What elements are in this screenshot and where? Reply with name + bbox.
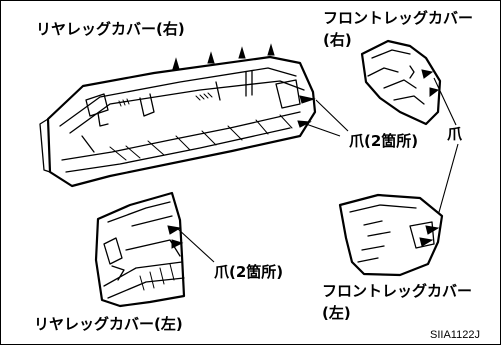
front-leg-cover-right-drawing <box>360 39 442 126</box>
front-leg-cover-left-drawing <box>338 193 444 277</box>
label-front-leg-cover-right-line2: (右) <box>323 31 352 49</box>
label-claw-rear-right: 爪(2箇所) <box>349 132 419 150</box>
leader-claw-rear-left <box>177 228 215 263</box>
label-front-leg-cover-left-line1: フロントレッグカバー <box>322 282 473 300</box>
leader-claw-front <box>433 77 459 224</box>
label-rear-leg-cover-right: リヤレッグカバー(右) <box>36 20 185 38</box>
rear-leg-cover-right-drawing <box>39 43 317 188</box>
label-claw-rear-left: 爪(2箇所) <box>214 263 284 281</box>
rear-leg-cover-left-drawing <box>94 191 186 308</box>
figure-code: SIIA1122J <box>430 329 480 341</box>
label-rear-leg-cover-left: リヤレッグカバー(左) <box>34 315 183 333</box>
leader-claw-rear-right <box>305 99 349 137</box>
label-front-leg-cover-right-line1: フロントレッグカバー <box>323 9 474 27</box>
label-claw-front: 爪 <box>447 125 463 143</box>
label-front-leg-cover-left-line2: (左) <box>322 304 351 322</box>
